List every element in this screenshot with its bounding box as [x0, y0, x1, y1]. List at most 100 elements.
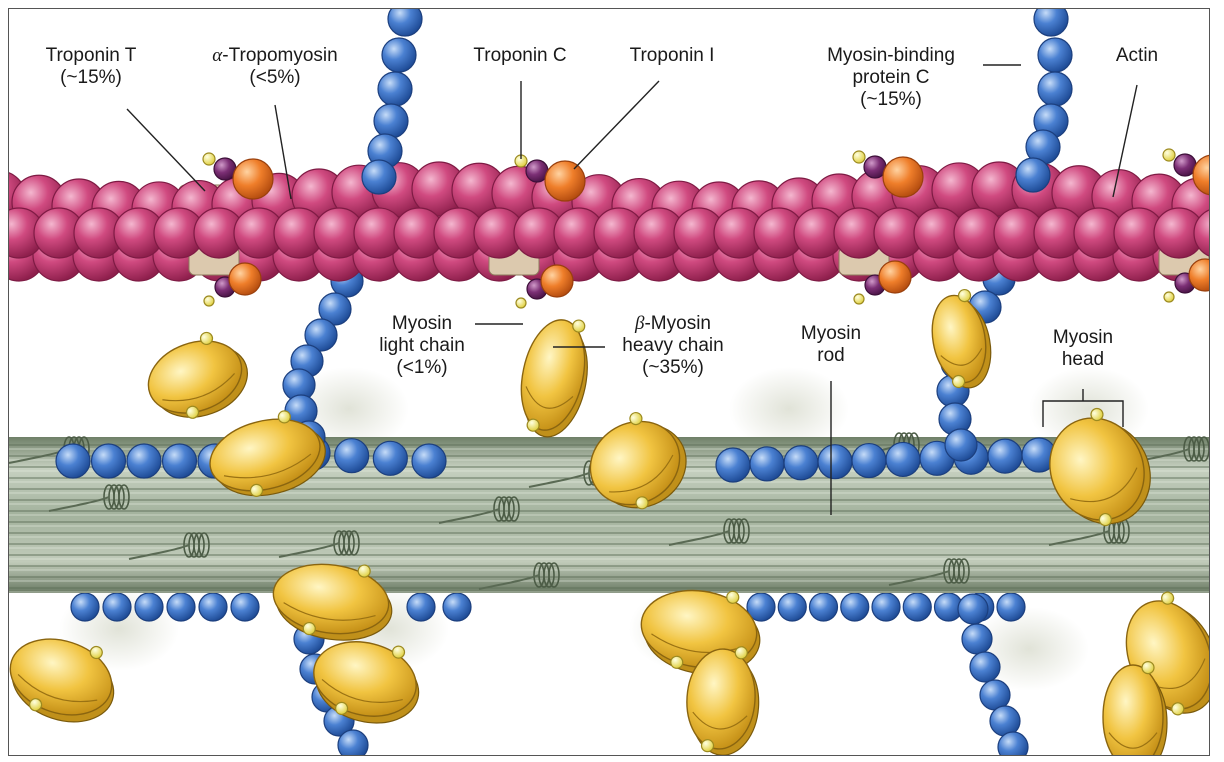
myosin-tail-bead: [750, 447, 784, 481]
label-myosin-head: Myosin head: [1033, 327, 1133, 371]
label-mybpc: Myosin-binding protein C (~15%): [799, 45, 983, 111]
heavy-chain-line1: β-Myosin: [603, 313, 743, 335]
troponin-i-bead: [879, 261, 911, 293]
myosin-tail-bead: [135, 593, 163, 621]
myosin-rod-line2: rod: [781, 345, 881, 367]
mybpc-bead: [374, 104, 408, 138]
mybpc-pct: (~15%): [799, 89, 983, 111]
myosin-tail-bead: [373, 441, 407, 475]
myosin-hanging-bead: [958, 594, 988, 624]
myosin-tail-bead: [412, 444, 446, 478]
label-myosin-rod: Myosin rod: [781, 323, 881, 367]
troponin-tip: [203, 153, 215, 165]
light-chain-tip: [1142, 662, 1154, 674]
myosin-head-line2: head: [1033, 349, 1133, 371]
leader-troponin-t: [127, 109, 205, 191]
troponin-t-name: Troponin T: [21, 45, 161, 67]
myosin-tail-bead: [103, 593, 131, 621]
mybpc-bead: [382, 38, 416, 72]
troponin-i-bead: [541, 265, 573, 297]
light-chain-line1: Myosin: [367, 313, 477, 335]
myosin-head: [137, 323, 258, 431]
tropomyosin-greek: α: [212, 45, 222, 66]
label-myosin-light-chain: Myosin light chain (<1%): [367, 313, 477, 379]
myosin-tail-bead: [841, 593, 869, 621]
troponin-tip: [853, 151, 865, 163]
myosin-tail-bead: [71, 593, 99, 621]
troponin-tip: [516, 298, 526, 308]
myosin-head-disc: [1103, 665, 1163, 756]
mybpc-line2: protein C: [799, 67, 983, 89]
myosin-tail-bead: [163, 444, 197, 478]
mybpc-bead: [1038, 72, 1072, 106]
tropomyosin-pct: (<5%): [177, 67, 373, 89]
label-troponin-t: Troponin T (~15%): [21, 45, 161, 89]
myosin-hanging-bead: [962, 624, 992, 654]
light-chain-tip: [701, 739, 714, 752]
heavy-chain-pct: (~35%): [603, 357, 743, 379]
sarcomere-diagram: [9, 9, 1210, 756]
myosin-tail-bead: [886, 442, 920, 476]
troponin-i-bead: [545, 161, 585, 201]
mybpc-bead: [1038, 38, 1072, 72]
label-myosin-heavy-chain: β-Myosin heavy chain (~35%): [603, 313, 743, 379]
troponin-tip: [1164, 292, 1174, 302]
troponin-tip: [204, 296, 214, 306]
myosin-tail-bead: [852, 444, 886, 478]
myosin-head: [511, 311, 599, 443]
tropomyosin-text: -Tropomyosin: [222, 45, 337, 66]
myosin-tail-bead: [199, 593, 227, 621]
label-troponin-c: Troponin C: [445, 45, 595, 67]
myosin-tail-bead: [716, 448, 750, 482]
back-myosin-chains: [71, 593, 1025, 621]
myosin-head-disc: [512, 314, 594, 436]
label-troponin-i: Troponin I: [607, 45, 737, 67]
heavy-chain-line2: heavy chain: [603, 335, 743, 357]
myosin-hanging-bead: [338, 730, 368, 756]
mybpc-line1: Myosin-binding: [799, 45, 983, 67]
label-tropomyosin: α-Tropomyosin (<5%): [177, 45, 373, 89]
myosin-head-line1: Myosin: [1033, 327, 1133, 349]
mybpc-bead: [1016, 158, 1050, 192]
light-chain-pct: (<1%): [367, 357, 477, 379]
myosin-tail-bead: [818, 445, 852, 479]
myosin-tail-bead: [443, 593, 471, 621]
myosin-tail-bead: [988, 439, 1022, 473]
myosin-tail-bead: [903, 593, 931, 621]
troponin-tip: [854, 294, 864, 304]
myosin-hanging-bead: [990, 706, 1020, 736]
myosin-hanging-bead: [998, 732, 1028, 756]
light-chain-line2: light chain: [367, 335, 477, 357]
light-chain-tip: [735, 646, 748, 659]
myosin-hanging-bead: [970, 652, 1000, 682]
troponin-i-bead: [233, 159, 273, 199]
myosin-tail-bead: [127, 444, 161, 478]
mybpc-bead: [388, 9, 422, 36]
myosin-tail-bead: [810, 593, 838, 621]
myosin-tail-bead: [778, 593, 806, 621]
myosin-rod-line1: Myosin: [781, 323, 881, 345]
myosin-rising-bead: [945, 429, 977, 461]
myosin-tail-bead: [407, 593, 435, 621]
myosin-tail-bead: [92, 444, 126, 478]
troponin-i-bead: [883, 157, 923, 197]
mybpc-bead: [378, 72, 412, 106]
troponin-i-name: Troponin I: [607, 45, 737, 67]
troponin-tip: [1163, 149, 1175, 161]
mybpc-bead: [362, 160, 396, 194]
leader-troponin-i: [574, 81, 659, 169]
myosin-tail-bead: [784, 446, 818, 480]
heavy-chain-text: -Myosin: [644, 313, 711, 334]
label-actin: Actin: [1097, 45, 1177, 67]
myosin-tail-bead: [231, 593, 259, 621]
myosin-tail-bead: [56, 444, 90, 478]
myosin-tail-bead: [167, 593, 195, 621]
myosin-tail-bead: [335, 439, 369, 473]
mybpc-bead: [1034, 9, 1068, 36]
myosin-tail-bead: [872, 593, 900, 621]
tropomyosin-name: α-Tropomyosin: [177, 45, 373, 67]
troponin-t-pct: (~15%): [21, 67, 161, 89]
myosin-tail-bead: [997, 593, 1025, 621]
actin-name: Actin: [1097, 45, 1177, 67]
